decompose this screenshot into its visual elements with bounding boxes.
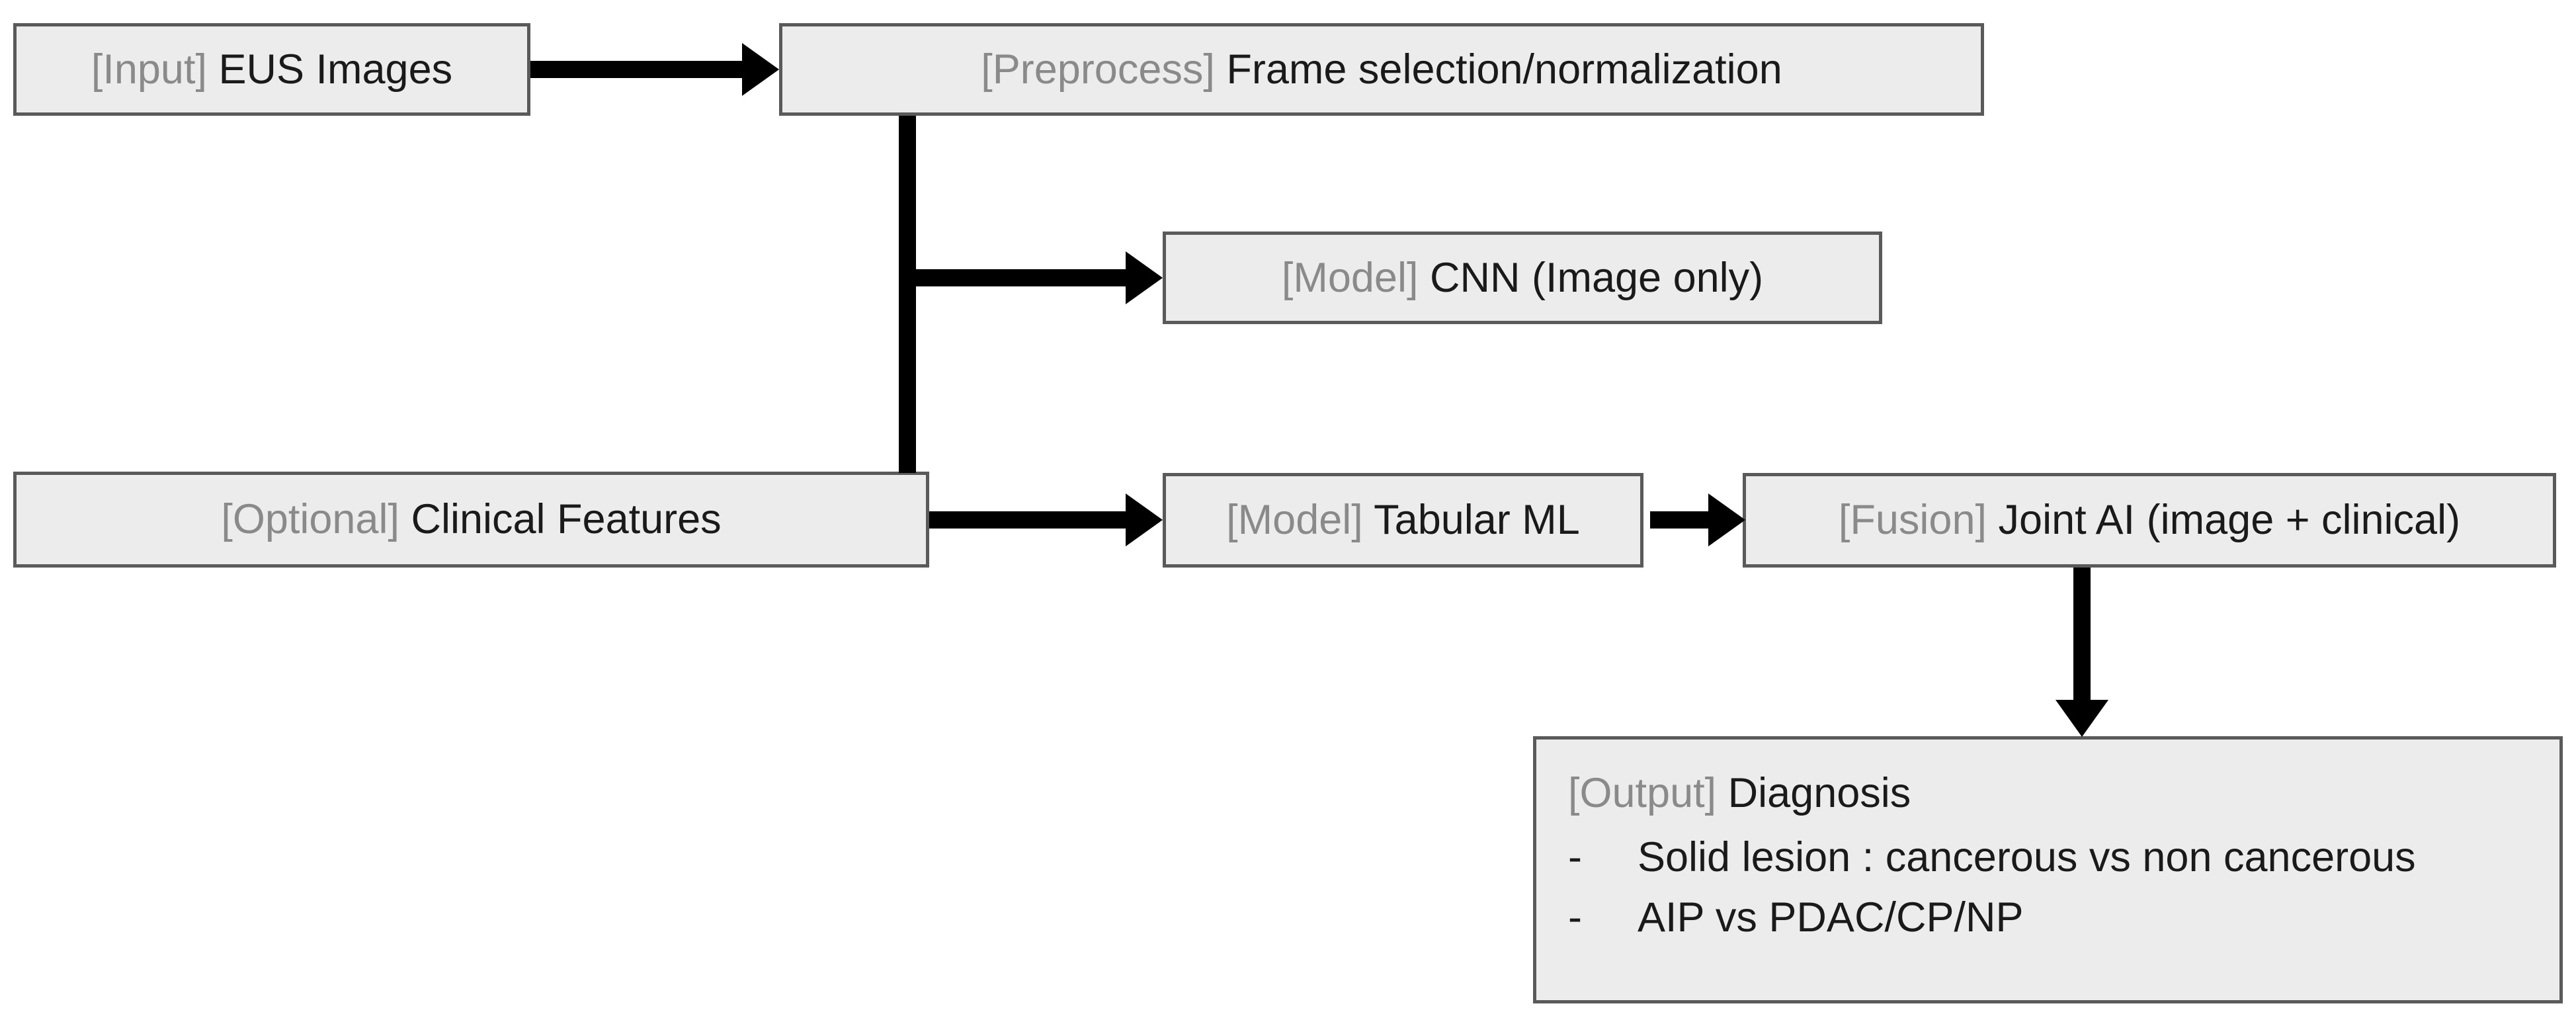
edge-preprocess-cnn-arrowhead <box>1126 251 1163 304</box>
node-clinical-label: [Optional] Clinical Features <box>221 495 721 544</box>
edge-tabular-fusion-arrowhead <box>1708 493 1745 546</box>
node-tabular-label: [Model] Tabular ML <box>1226 495 1580 544</box>
edge-preprocess-cnn-line <box>899 269 1126 286</box>
edge-clinical-tabular-arrowhead <box>1126 493 1163 546</box>
node-preprocess[interactable]: [Preprocess] Frame selection/normalizati… <box>779 23 1984 116</box>
node-fusion-text: Joint AI (image + clinical) <box>1998 497 2461 544</box>
list-item: - AIP vs PDAC/CP/NP <box>1568 892 2533 943</box>
bullet-marker: - <box>1568 894 1582 941</box>
edge-tabular-fusion-line <box>1650 511 1708 529</box>
edge-preprocess-trunk-line <box>899 116 916 473</box>
edge-input-preprocess-arrowhead <box>742 43 779 96</box>
node-clinical[interactable]: [Optional] Clinical Features <box>13 472 929 568</box>
edge-fusion-output-line <box>2073 568 2091 700</box>
bullet-text: Solid lesion : cancerous vs non cancerou… <box>1638 834 2416 881</box>
node-output-label: [Output] Diagnosis - Solid lesion : canc… <box>1568 769 2533 953</box>
node-cnn-label: [Model] CNN (Image only) <box>1282 253 1763 302</box>
list-item: - Solid lesion : cancerous vs non cancer… <box>1568 832 2533 883</box>
bullet-text: AIP vs PDAC/CP/NP <box>1638 894 2024 941</box>
node-preprocess-text: Frame selection/normalization <box>1226 46 1782 93</box>
node-tabular[interactable]: [Model] Tabular ML <box>1163 473 1643 568</box>
node-cnn-tag: [Model] <box>1281 254 1419 301</box>
node-input-text: EUS Images <box>218 46 453 93</box>
node-cnn-text: CNN (Image only) <box>1430 254 1764 301</box>
node-preprocess-tag: [Preprocess] <box>981 46 1215 93</box>
node-output-title: [Output] Diagnosis <box>1568 769 2533 818</box>
node-input-label: [Input] EUS Images <box>91 45 452 94</box>
edge-clinical-tabular-line <box>929 511 1126 529</box>
node-output-tag: [Output] <box>1568 770 1717 816</box>
node-fusion-tag: [Fusion] <box>1838 497 1987 544</box>
bullet-marker: - <box>1568 834 1582 881</box>
node-output-text: Diagnosis <box>1727 770 1911 816</box>
node-tabular-tag: [Model] <box>1226 497 1363 544</box>
edge-input-preprocess-line <box>530 61 742 78</box>
node-output[interactable]: [Output] Diagnosis - Solid lesion : canc… <box>1533 736 2563 1003</box>
edge-fusion-output-arrowhead <box>2056 700 2108 737</box>
node-cnn[interactable]: [Model] CNN (Image only) <box>1163 232 1882 324</box>
node-fusion-label: [Fusion] Joint AI (image + clinical) <box>1839 495 2460 544</box>
node-clinical-tag: [Optional] <box>221 496 399 543</box>
node-input-tag: [Input] <box>91 46 207 93</box>
node-clinical-text: Clinical Features <box>411 496 722 543</box>
node-input[interactable]: [Input] EUS Images <box>13 23 530 116</box>
node-fusion[interactable]: [Fusion] Joint AI (image + clinical) <box>1743 473 2556 568</box>
node-tabular-text: Tabular ML <box>1374 497 1580 544</box>
node-preprocess-label: [Preprocess] Frame selection/normalizati… <box>981 45 1782 94</box>
node-output-bullet-list: - Solid lesion : cancerous vs non cancer… <box>1568 832 2533 943</box>
